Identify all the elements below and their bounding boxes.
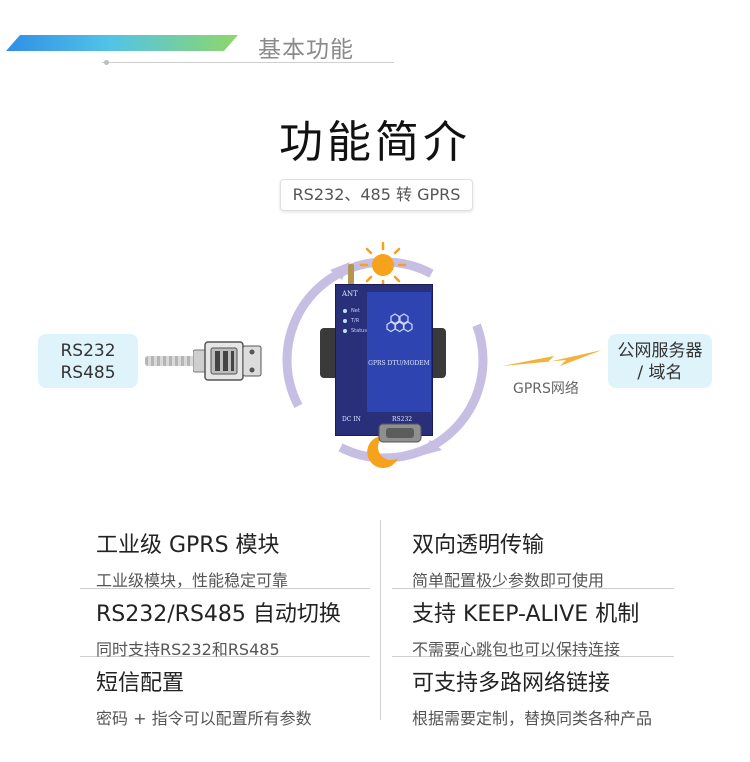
feature-desc: 工业级模块，性能稳定可靠 [96,571,289,590]
header-underline-dot [104,60,109,65]
feature-title: 可支持多路网络链接 [412,671,611,696]
feature-desc: 密码 + 指令可以配置所有参数 [96,709,312,728]
serial-cable [145,356,207,366]
device-led-status [343,329,347,333]
device-dcin-label: DC IN [342,416,361,423]
hexagon-logo-icon [386,313,413,333]
device-front-panel [367,292,431,412]
feature-item: 可支持多路网络链接 根据需要定制，替换同类各种产品 [412,665,652,729]
feature-desc: 简单配置极少参数即可使用 [412,571,605,590]
feature-item: 支持 KEEP-ALIVE 机制 不需要心跳包也可以保持连接 [412,596,639,660]
device-led-label: T/R [351,318,360,324]
feature-row-divider [392,588,674,589]
device-ant-label: ANT [342,290,358,298]
moon-icon [367,435,398,468]
feature-desc: 根据需要定制，替换同类各种产品 [412,709,653,728]
feature-row-divider [80,656,370,657]
feature-row-divider [80,588,370,589]
public-server-label: 公网服务器 [617,341,703,361]
rs485-label: RS485 [60,363,116,383]
feature-desc: 同时支持RS232和RS485 [96,640,280,659]
page-title: 功能简介 [279,117,471,168]
antenna-connector [348,264,354,286]
domain-label: / 域名 [637,363,683,383]
feature-item: 短信配置 密码 + 指令可以配置所有参数 [96,665,312,729]
header-accent-bar [6,35,238,51]
server-label: 公网服务器 / 域名 [608,334,712,388]
device-led-label: Status [351,328,367,334]
device-port-label: RS232 [392,416,413,423]
header-underline [102,62,394,63]
feature-title: 工业级 GPRS 模块 [96,533,280,558]
subtitle-badge: RS232、485 转 GPRS [280,179,473,211]
db9-connector-icon [193,341,262,381]
rs232-label: RS232 [60,341,116,361]
gprs-network-label: GPRS网络 [513,381,579,397]
section-title: 基本功能 [258,37,354,63]
lightning-icon [502,350,602,366]
feature-title: RS232/RS485 自动切换 [96,602,341,627]
sun-icon [359,241,407,289]
feature-item: 工业级 GPRS 模块 工业级模块，性能稳定可靠 [96,527,288,591]
device-serial-port-icon [378,423,422,443]
feature-item: RS232/RS485 自动切换 同时支持RS232和RS485 [96,596,341,660]
feature-title: 支持 KEEP-ALIVE 机制 [412,602,640,627]
rs-interface-label: RS232 RS485 [38,334,138,388]
feature-title: 短信配置 [96,671,185,696]
feature-title: 双向透明传输 [412,533,545,558]
feature-desc: 不需要心跳包也可以保持连接 [412,640,621,659]
device-led-tr [343,319,347,323]
device-led-net [343,309,347,313]
feature-item: 双向透明传输 简单配置极少参数即可使用 [412,527,604,591]
feature-column-divider [380,520,381,720]
device-led-label: Net [351,308,360,314]
device-model-label: GPRS DTU/MODEM [368,360,430,367]
feature-row-divider [392,656,674,657]
